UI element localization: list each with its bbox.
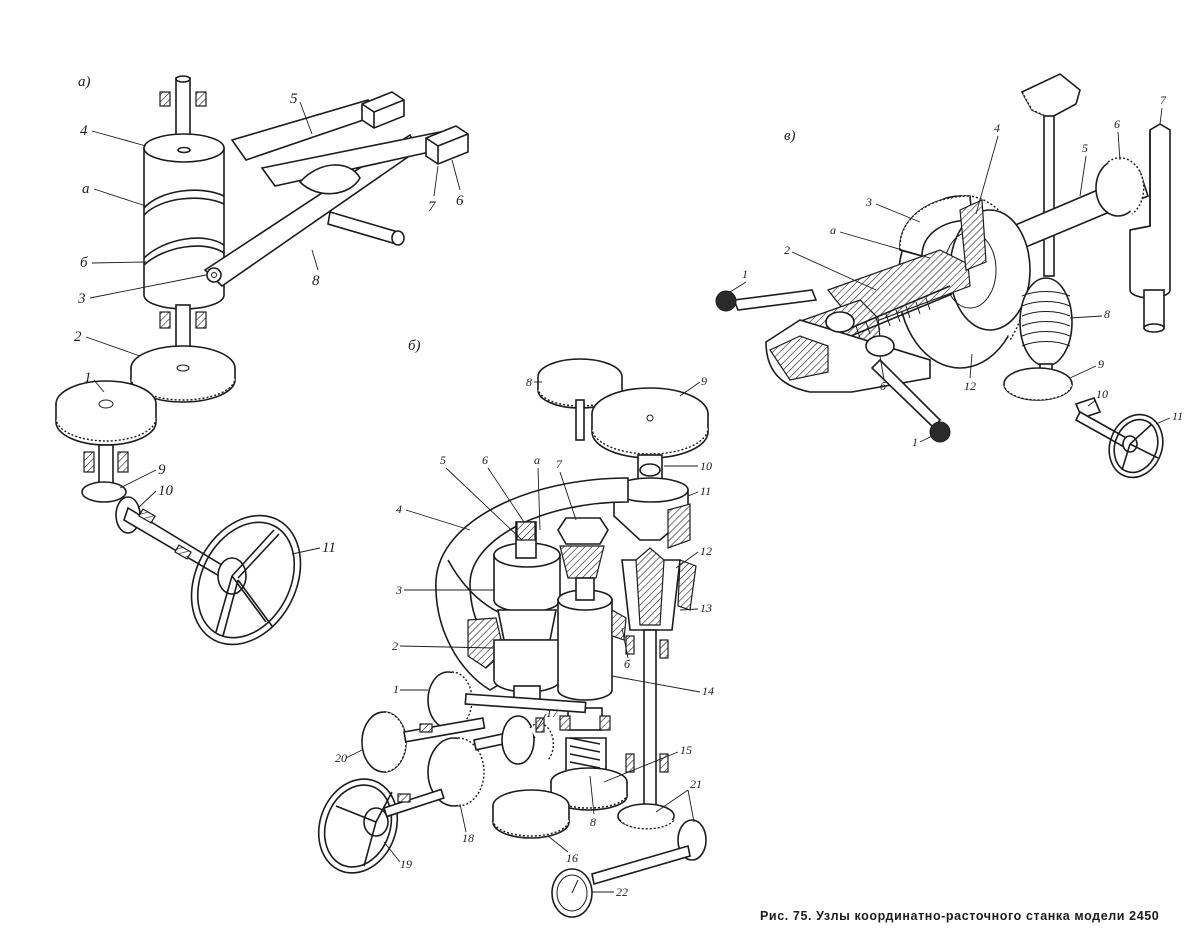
part-label-a-8: 8	[312, 273, 320, 289]
part-label-v-11: 11	[1172, 409, 1183, 423]
part-label-v-b: б	[880, 379, 887, 393]
part-label-b-18: 18	[462, 831, 474, 845]
part-label-a-a: а	[82, 181, 90, 197]
part-label-v-10: 10	[1096, 387, 1108, 401]
part-label-b-6: 6	[482, 453, 488, 467]
part-label-b-2: 2	[392, 639, 398, 653]
panel-v-labels: в) 7 4 6 5 3 а 2 1 8 12 9 б 10 11 1	[729, 93, 1183, 449]
part-label-b-13: 13	[700, 601, 712, 615]
part-label-a-5: 5	[290, 91, 298, 107]
panel-v-drawing	[715, 73, 1171, 479]
panel-v-label: в)	[784, 128, 796, 144]
part-label-b-19: 19	[400, 857, 412, 871]
part-label-v-7: 7	[1160, 93, 1167, 107]
part-label-b-4: 4	[396, 502, 402, 516]
part-label-b-16: 16	[566, 851, 578, 865]
panel-a-label: а)	[78, 74, 91, 90]
part-label-b-17: 17	[546, 706, 559, 720]
part-label-v-9: 9	[1098, 357, 1104, 371]
part-label-v-1: 1	[742, 267, 748, 281]
part-label-a-1: 1	[84, 370, 92, 386]
part-label-b-8: 8	[526, 375, 532, 389]
part-label-b-8-lower: 8	[590, 815, 596, 829]
part-label-a-9: 9	[158, 462, 166, 478]
panel-a-labels: а) 4 а б 3 5 6 7 8 2 1 9 10 11	[74, 74, 464, 556]
part-label-a-4: 4	[80, 123, 88, 139]
part-label-v-6: 6	[1114, 117, 1120, 131]
part-label-b-5: 5	[440, 453, 446, 467]
part-label-b-1: 1	[393, 682, 399, 696]
part-label-b-9: 9	[701, 374, 707, 388]
part-label-a-10: 10	[158, 483, 174, 499]
part-label-b-10: 10	[700, 459, 712, 473]
part-label-b-b: б	[624, 657, 631, 671]
part-label-b-3: 3	[395, 583, 402, 597]
part-label-v-5: 5	[1082, 141, 1088, 155]
part-label-v-a: а	[830, 223, 836, 237]
part-label-a-3: 3	[77, 291, 86, 307]
panel-b-labels: б) 8 9 10 11 5 6 а 7 4 12 3 13 2 б 14 1 …	[335, 338, 714, 899]
part-label-v-2: 2	[784, 243, 790, 257]
part-label-a-7: 7	[428, 199, 437, 215]
part-label-b-7: 7	[556, 457, 563, 471]
part-label-a-6: 6	[456, 193, 464, 209]
part-label-v-4: 4	[994, 121, 1000, 135]
part-label-b-15: 15	[680, 743, 692, 757]
panel-a-drawing	[55, 75, 469, 646]
panel-b-drawing	[317, 358, 709, 918]
part-label-v-3: 3	[865, 195, 872, 209]
part-label-b-21: 21	[690, 777, 702, 791]
part-label-a-b: б	[80, 255, 88, 271]
figure-caption: Рис. 75. Узлы координатно-расточного ста…	[760, 909, 1160, 923]
part-label-v-12: 12	[964, 379, 976, 393]
part-label-v-1-lower: 1	[912, 435, 918, 449]
part-label-a-2: 2	[74, 329, 82, 345]
part-label-b-11: 11	[700, 484, 711, 498]
panel-b-label: б)	[408, 338, 421, 354]
part-label-b-a: а	[534, 453, 540, 467]
part-label-a-11: 11	[322, 540, 336, 556]
part-label-b-12: 12	[700, 544, 712, 558]
part-label-b-14: 14	[702, 684, 714, 698]
part-label-v-8: 8	[1104, 307, 1110, 321]
part-label-b-22: 22	[616, 885, 628, 899]
part-label-b-20: 20	[335, 751, 347, 765]
